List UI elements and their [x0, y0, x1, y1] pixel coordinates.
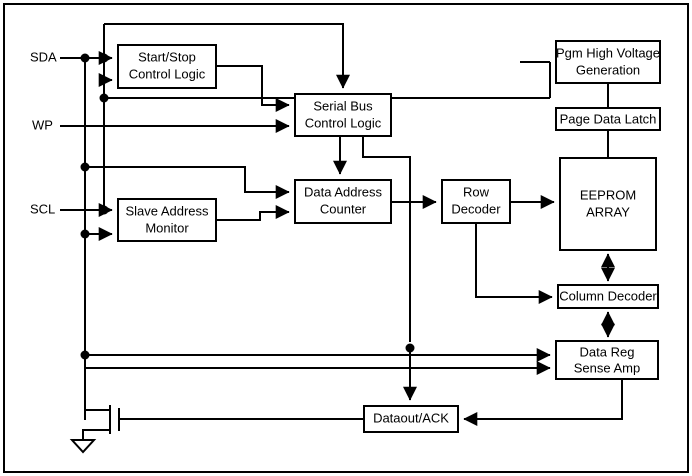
port-label-scl: SCL	[30, 201, 55, 216]
pulldown-nmos-transistor	[82, 355, 128, 440]
block-label-line: Column Decoder	[559, 288, 657, 303]
block-label-line: Generation	[576, 62, 640, 77]
block-pgm-high-voltage-generation[interactable]: Pgm High Voltage Generation	[555, 40, 661, 84]
block-label-line: Monitor	[145, 220, 189, 235]
wire-sda-to-data-address-counter	[85, 166, 290, 199]
block-label-line: Slave Address	[125, 203, 209, 218]
block-data-address-counter[interactable]: Data Address Counter	[294, 179, 392, 224]
block-row-decoder[interactable]: Row Decoder	[441, 179, 511, 224]
junction-dot	[80, 53, 90, 63]
block-page-data-latch[interactable]: Page Data Latch	[555, 107, 661, 131]
block-label-line: Serial Bus	[313, 98, 373, 113]
block-dataout-ack[interactable]: Dataout/ACK	[363, 405, 459, 433]
block-label-line: Control Logic	[129, 66, 206, 81]
junction-dot	[405, 343, 415, 353]
block-label-line: Page Data Latch	[560, 111, 657, 126]
block-label-line: Row	[463, 184, 490, 199]
block-label-line: Pgm High Voltage	[556, 45, 660, 60]
wire-startstop-to-serialbus	[216, 65, 290, 112]
wire-sda-to-drain	[84, 409, 98, 420]
junction-dot	[99, 53, 109, 63]
junction-dot	[99, 93, 109, 103]
block-data-reg-sense-amp[interactable]: Data Reg Sense Amp	[555, 340, 659, 380]
block-start-stop-control-logic[interactable]: Start/Stop Control Logic	[117, 44, 217, 89]
wire-serialbus-to-datareg-branch	[362, 136, 411, 342]
wire-datareg-to-dataout	[463, 379, 623, 426]
block-column-decoder[interactable]: Column Decoder	[557, 284, 659, 309]
junction-dot	[80, 162, 90, 172]
block-label-line: Start/Stop	[138, 49, 196, 64]
port-label-wp: WP	[32, 117, 53, 132]
block-label-line: Data Address	[304, 184, 383, 199]
wire-row-decoder-to-column-decoder	[475, 223, 553, 304]
block-label-line: EEPROM	[580, 187, 636, 202]
block-eeprom-array[interactable]: EEPROM ARRAY	[559, 157, 657, 251]
transistor-source-lead	[82, 429, 110, 440]
block-label-line: Data Reg	[580, 344, 635, 359]
wire-slave-monitor-to-counter	[216, 205, 290, 221]
junction-dot	[99, 205, 109, 215]
block-label-line: Dataout/ACK	[373, 410, 449, 425]
block-serial-bus-control-logic[interactable]: Serial Bus Control Logic	[294, 93, 392, 137]
diagram-border	[3, 3, 689, 473]
block-label-line: Decoder	[451, 201, 501, 216]
block-label-line: Counter	[320, 201, 367, 216]
port-label-sda: SDA	[30, 49, 57, 64]
block-slave-address-monitor[interactable]: Slave Address Monitor	[117, 198, 217, 242]
block-label-line: Sense Amp	[574, 360, 641, 375]
junction-dot	[80, 229, 90, 239]
block-label-line: Control Logic	[305, 115, 382, 130]
block-label-line: ARRAY	[586, 204, 630, 219]
junction-dot	[80, 350, 90, 360]
wire-feedback-to-serial-bus	[104, 23, 350, 89]
ground-symbol	[69, 439, 97, 454]
